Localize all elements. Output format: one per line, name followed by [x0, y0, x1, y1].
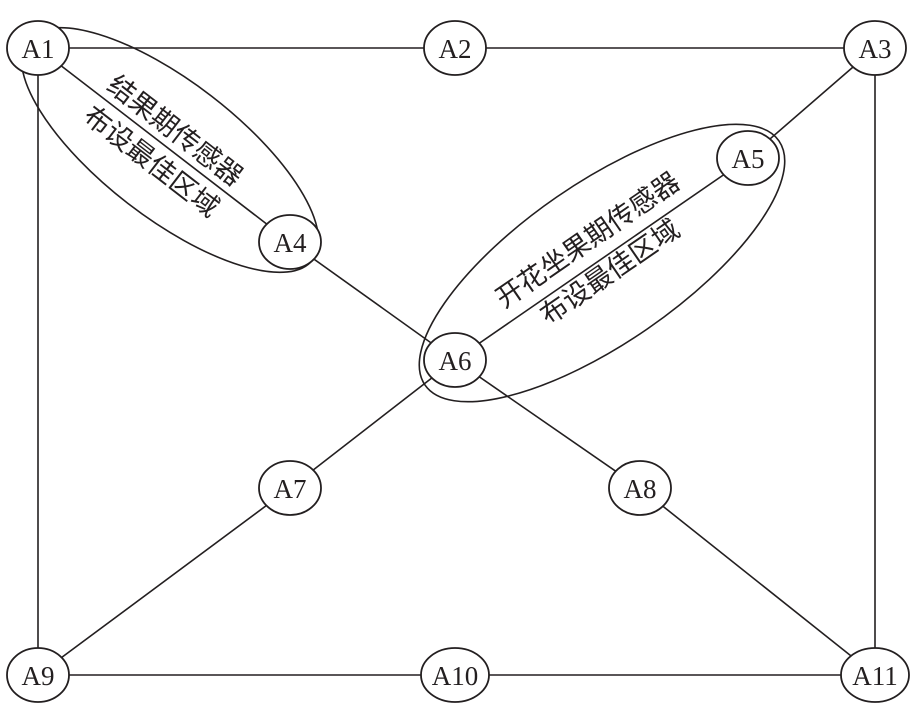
node-A9: A9: [6, 647, 70, 703]
node-label: A2: [439, 34, 472, 64]
node-label: A10: [432, 661, 479, 691]
node-A11: A11: [840, 647, 910, 703]
node-A6: A6: [423, 332, 487, 388]
edge-A1-A4: [37, 47, 291, 243]
node-ellipse: [6, 20, 70, 76]
node-A4: A4: [258, 214, 322, 270]
node-ellipse: [6, 647, 70, 703]
node-ellipse: [420, 647, 490, 703]
node-A2: A2: [423, 20, 487, 76]
node-label: A9: [22, 661, 55, 691]
edge-A6-A8: [454, 359, 641, 489]
node-ellipse: [258, 214, 322, 270]
node-label: A6: [439, 346, 472, 376]
node-A1: A1: [6, 20, 70, 76]
node-A10: A10: [420, 647, 490, 703]
edge-A8-A11: [639, 487, 876, 676]
node-ellipse: [843, 20, 907, 76]
edge-A6-A7: [289, 359, 456, 489]
node-label: A4: [274, 228, 307, 258]
node-label: A8: [624, 474, 657, 504]
node-ellipse: [840, 647, 910, 703]
edge-A5-A6: [454, 157, 749, 361]
edge-A4-A6: [289, 241, 456, 361]
node-label: A5: [732, 144, 765, 174]
node-label: A1: [22, 34, 55, 64]
node-label: A3: [859, 34, 892, 64]
edge-A7-A9: [37, 487, 291, 676]
node-label: A11: [852, 661, 898, 691]
zone-ellipse: [418, 123, 786, 403]
node-A7: A7: [258, 460, 322, 516]
node-A3: A3: [843, 20, 907, 76]
node-ellipse: [423, 332, 487, 388]
node-ellipse: [423, 20, 487, 76]
node-ellipse: [716, 130, 780, 186]
node-label: A7: [274, 474, 307, 504]
node-ellipse: [258, 460, 322, 516]
node-A8: A8: [608, 460, 672, 516]
node-ellipse: [608, 460, 672, 516]
node-A5: A5: [716, 130, 780, 186]
